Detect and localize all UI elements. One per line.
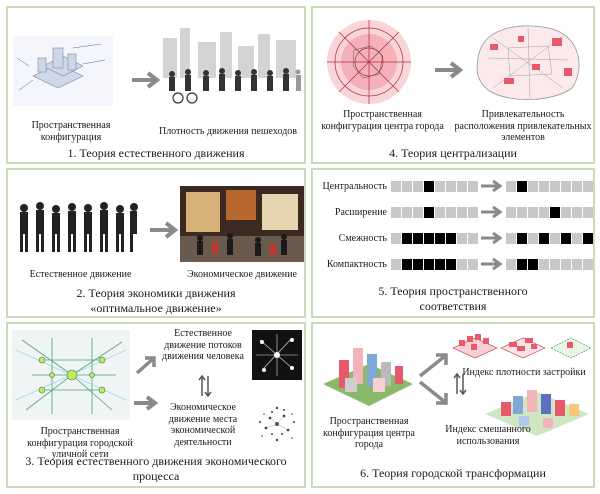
bar-adjacency-after — [505, 233, 593, 244]
panel-natural-movement: Пространственная конфигурация Плотность … — [6, 6, 306, 164]
panel-caption: 1. Теория естественного движения — [67, 146, 245, 160]
panel-economic-process: Пространственная конфигурация городской … — [6, 322, 306, 488]
bar-expansion-after — [505, 207, 593, 218]
shopping-street-photo — [180, 186, 304, 262]
label-economic-activity: Экономическое движение места экономическ… — [168, 402, 238, 448]
city-center-3d-model — [323, 348, 413, 406]
label-mixed-use-index: Индекс смешанного использования — [445, 424, 531, 447]
panel-caption: 4. Теория централизации — [389, 146, 517, 160]
arrow-up-right-icon — [135, 356, 156, 375]
row-label-compactness: Компактность — [326, 259, 387, 270]
density-blocks-2 — [500, 337, 546, 359]
panel-spatial-correspondence: Центральность Расширение Смежность Компа… — [311, 168, 595, 318]
panel-caption: 3. Теория естественного движения экономи… — [25, 454, 287, 483]
label-economic-movement: Экономическое движение — [187, 269, 297, 280]
bar-expansion-before — [390, 207, 478, 218]
row-label-centrality: Центральность — [322, 181, 387, 192]
panel-caption: 5. Теория пространственного соответствия — [378, 284, 528, 313]
label-people-flow: Естественное движение потоков движения ч… — [162, 328, 244, 362]
label-center-configuration: Пространственная конфигурация центра гор… — [321, 109, 444, 132]
label-spatial-configuration: Пространственная конфигурация — [31, 120, 111, 143]
arrows-to-indices-icon — [418, 353, 448, 405]
panel-urban-transformation: Пространственная конфигурация центра гор… — [311, 322, 595, 488]
bar-adjacency-before — [390, 233, 478, 244]
arrow-right-icon — [134, 395, 158, 411]
bar-centrality-after — [505, 181, 593, 192]
label-pedestrian-density: Плотность движения пешеходов — [158, 126, 298, 137]
panel-centralization: Пространственная конфигурация центра гор… — [311, 6, 595, 164]
bidirectional-arrow-icon — [198, 374, 212, 398]
flow-network-image — [252, 330, 302, 380]
bar-compactness-before — [390, 259, 478, 270]
mixed-use-model — [485, 390, 589, 436]
street-network-graph — [12, 330, 130, 420]
bar-compactness-after — [505, 259, 593, 270]
arrow-right-icon — [435, 61, 463, 79]
arrow-right-icon — [150, 221, 178, 239]
city-center-map — [327, 20, 411, 104]
arrow-right-icon — [481, 179, 503, 271]
row-label-expansion: Расширение — [334, 207, 387, 218]
density-blocks-3 — [550, 337, 592, 359]
spatial-configuration-illustration — [13, 36, 113, 106]
label-street-network: Пространственная конфигурация городской … — [27, 426, 133, 460]
panel-movement-economy: Естественное движение Экономическое движ… — [6, 168, 306, 318]
pedestrians-illustration — [163, 28, 301, 104]
arrow-right-icon — [132, 71, 160, 89]
density-blocks-1 — [452, 334, 498, 359]
attractive-elements-map — [476, 25, 580, 100]
bidirectional-arrow-icon — [453, 372, 467, 396]
row-label-adjacency: Смежность — [338, 233, 387, 244]
label-attractiveness: Привлекательность расположения привлекат… — [454, 109, 592, 143]
activity-cluster-image — [259, 406, 295, 442]
label-density-index: Индекс плотности застройки — [462, 367, 586, 378]
panel-caption: 2. Теория экономики движения «оптимально… — [76, 286, 236, 315]
label-natural-movement: Естественное движение — [29, 269, 132, 280]
panel-caption: 6. Теория городской трансформации — [360, 466, 546, 480]
bar-centrality-before — [390, 181, 478, 192]
label-center-configuration: Пространственная конфигурация центра гор… — [323, 416, 415, 450]
crowd-silhouettes — [20, 202, 138, 252]
